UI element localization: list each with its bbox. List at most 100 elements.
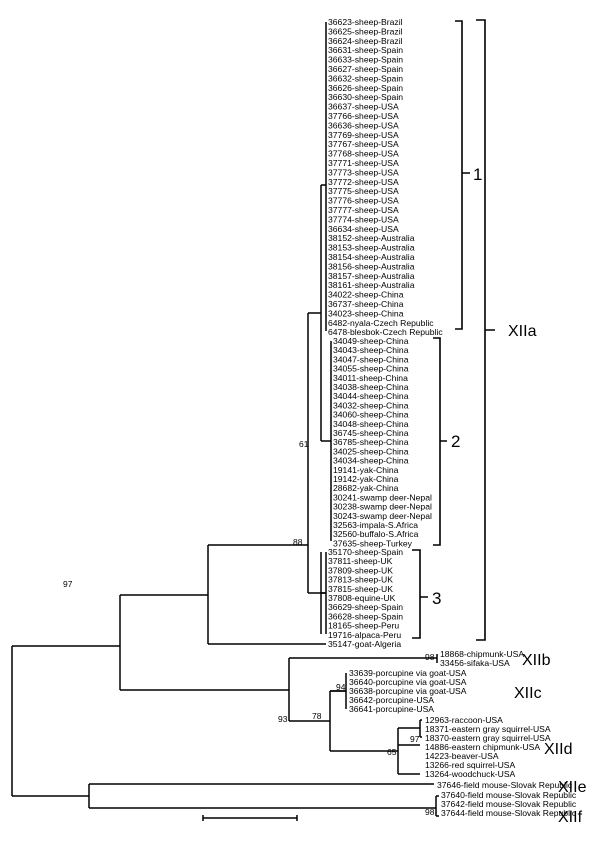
- bracket-XIIa: [476, 19, 495, 641]
- leaf-label: 37644-field mouse-Slovak Republic: [441, 808, 577, 818]
- leaf-label: 19141-yak-China: [333, 465, 399, 475]
- leaf-label: 36627-sheep-Spain: [328, 64, 403, 74]
- leaf-label: 34043-sheep-China: [333, 345, 409, 355]
- leaf-label: 36626-sheep-Spain: [328, 83, 403, 93]
- leaf-label: 37767-sheep-USA: [328, 139, 399, 149]
- subgroup-label-3: 3: [432, 589, 441, 608]
- bootstrap-value: 94: [336, 682, 346, 692]
- leaf-label: 19716-alpaca-Peru: [328, 630, 401, 640]
- subgroup-label-2: 2: [451, 432, 460, 451]
- leaf-label: 36628-sheep-Spain: [328, 611, 403, 621]
- leaf-label: 37769-sheep-USA: [328, 130, 399, 140]
- leaf-label: 38156-sheep-Australia: [328, 261, 415, 271]
- bootstrap-value: 88: [293, 537, 303, 547]
- leaf-label: 37777-sheep-USA: [328, 205, 399, 215]
- bracket-subgroup-3: [412, 549, 428, 639]
- leaf-label: 28682-yak-China: [333, 483, 399, 493]
- bootstrap-value: 98: [425, 652, 435, 662]
- leaf-label: 34023-sheep-China: [328, 308, 404, 318]
- bootstrap-value: 61: [299, 439, 309, 449]
- leaf-label: 18868-chipmunk-USA: [440, 649, 524, 659]
- leaf-label: 6482-nyala-Czech Republic: [328, 318, 434, 328]
- leaf-label: 18165-sheep-Peru: [328, 621, 399, 631]
- subgroup-label-1: 1: [473, 165, 482, 184]
- leaf-label: 14886-eastern chipmunk-USA: [425, 742, 540, 752]
- leaf-label: 37642-field mouse-Slovak Republic: [441, 799, 577, 809]
- leaf-label: 37640-field mouse-Slovak Republic: [441, 790, 577, 800]
- leaf-label: 34011-sheep-China: [333, 373, 408, 383]
- leaf-label: 37774-sheep-USA: [328, 214, 399, 224]
- leaf-label: 36631-sheep-Spain: [328, 45, 403, 55]
- leaf-label: 36623-sheep-Brazil: [328, 17, 403, 27]
- leaf-label: 34055-sheep-China: [333, 364, 409, 374]
- leaf-label: 36624-sheep-Brazil: [328, 36, 403, 46]
- leaf-label: 38154-sheep-Australia: [328, 252, 415, 262]
- group-label-XIIa: XIIa: [508, 323, 537, 340]
- leaf-label: 35147-goat-Algeria: [328, 639, 401, 649]
- leaf-label: 34022-sheep-China: [328, 290, 404, 300]
- leaf-label: 34038-sheep-China: [333, 382, 409, 392]
- leaf-label: 34047-sheep-China: [333, 354, 409, 364]
- leaf-label: 34025-sheep-China: [333, 446, 409, 456]
- leaf-label: 36745-sheep-China: [333, 428, 409, 438]
- leaf-label: 36636-sheep-USA: [328, 120, 399, 130]
- group-label-XIIe: XIIe: [558, 779, 587, 796]
- leaf-label: 6478-blesbok-Czech Republic: [328, 327, 443, 337]
- leaf-label: 33639-porcupine via goat-USA: [349, 668, 467, 678]
- leaf-label: 34032-sheep-China: [333, 400, 409, 410]
- leaf-label: 37813-sheep-UK: [328, 575, 393, 585]
- bootstrap-value: 65: [387, 747, 397, 757]
- bootstrap-value: 93: [278, 714, 288, 724]
- leaf-label: 36629-sheep-Spain: [328, 602, 403, 612]
- leaf-label: 30243-swamp deer-Nepal: [333, 511, 432, 521]
- leaf-label: 36640-porcupine via goat-USA: [349, 677, 467, 687]
- leaf-label: 18371-eastern gray squirrel-USA: [425, 724, 551, 734]
- leaf-label: 37771-sheep-USA: [328, 158, 399, 168]
- leaf-label: 36737-sheep-China: [328, 299, 404, 309]
- group-label-XIIb: XIIb: [522, 652, 551, 669]
- leaf-label: 34049-sheep-China: [333, 336, 409, 346]
- leaf-label: 32560-buffalo-S.Africa: [333, 529, 419, 539]
- leaf-label: 36630-sheep-Spain: [328, 92, 403, 102]
- leaf-label: 12963-raccoon-USA: [425, 715, 503, 725]
- leaf-label: 36642-porcupine-USA: [349, 695, 434, 705]
- leaf-label: 37775-sheep-USA: [328, 186, 399, 196]
- leaf-label: 37808-equine-UK: [328, 593, 396, 603]
- bootstrap-value: 98: [425, 807, 435, 817]
- group-label-XIIf: XIIf: [558, 809, 583, 826]
- leaf-label: 36785-sheep-China: [333, 437, 409, 447]
- leaf-label: 36632-sheep-Spain: [328, 73, 403, 83]
- leaf-label: 33456-sifaka-USA: [440, 658, 510, 668]
- leaf-label: 34044-sheep-China: [333, 391, 409, 401]
- leaf-label: 36634-sheep-USA: [328, 224, 399, 234]
- bracket-subgroup-1: [455, 20, 470, 330]
- leaf-label: 37768-sheep-USA: [328, 149, 399, 159]
- leaf-label: 37811-sheep-UK: [328, 556, 393, 566]
- group-label-XIIc: XIIc: [514, 685, 542, 702]
- leaf-label: 37773-sheep-USA: [328, 167, 399, 177]
- leaf-label: 19142-yak-China: [333, 474, 399, 484]
- scale-bar: [202, 815, 298, 821]
- leaf-label: 37815-sheep-UK: [328, 584, 393, 594]
- leaf-label: 34034-sheep-China: [333, 456, 409, 466]
- leaf-label: 37635-sheep-Turkey: [333, 538, 413, 548]
- leaf-label: 38157-sheep-Australia: [328, 271, 415, 281]
- leaf-label: 36641-porcupine-USA: [349, 704, 434, 714]
- leaf-label: 37772-sheep-USA: [328, 177, 399, 187]
- leaf-label: 13264-woodchuck-USA: [425, 769, 516, 779]
- leaf-label: 35170-sheep-Spain: [328, 547, 403, 557]
- bootstrap-value: 78: [312, 711, 322, 721]
- bootstrap-value: 97: [410, 734, 420, 744]
- leaf-label: 37646-field mouse-Slovak Republic: [437, 780, 573, 790]
- leaf-label: 38153-sheep-Australia: [328, 243, 415, 253]
- bracket-subgroup-2: [433, 337, 447, 546]
- group-label-XIId: XIId: [544, 741, 572, 758]
- leaf-label: 37776-sheep-USA: [328, 196, 399, 206]
- leaf-label: 34048-sheep-China: [333, 419, 409, 429]
- leaf-label: 36633-sheep-Spain: [328, 55, 403, 65]
- leaf-label: 36638-porcupine via goat-USA: [349, 686, 467, 696]
- bootstrap-value: 97: [63, 579, 73, 589]
- leaf-label: 37766-sheep-USA: [328, 111, 399, 121]
- leaf-label: 32563-impala-S.Africa: [333, 520, 418, 530]
